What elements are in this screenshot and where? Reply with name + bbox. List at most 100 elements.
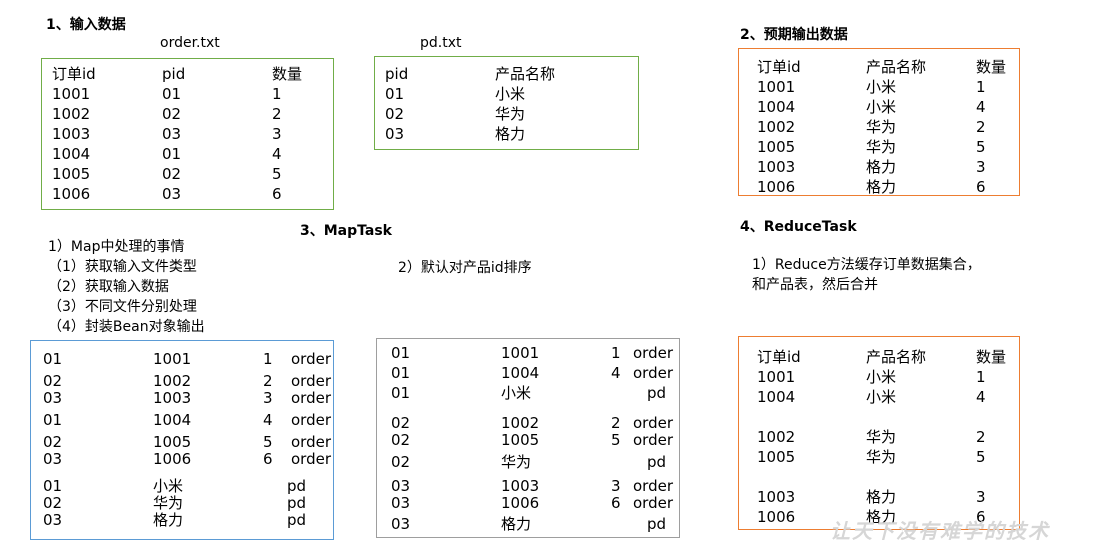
map-output-box: 01 1001 1 order 02 1002 2 order 03 1003 … (30, 340, 334, 540)
reduce-row-1-name: 小米 (866, 368, 897, 386)
pd-header-name: 产品名称 (495, 65, 556, 83)
sorted-out-4-flag: order (633, 414, 673, 432)
expected-row-4-id: 1005 (757, 138, 796, 156)
expected-row-5-qty: 3 (976, 158, 986, 176)
reduce-row-5-name: 格力 (866, 488, 897, 506)
expected-row-4-qty: 5 (976, 138, 986, 156)
map-out-8-flag: pd (287, 494, 307, 512)
expected-output-heading: 2、预期输出数据 (740, 27, 848, 43)
sort-note: 2）默认对产品id排序 (398, 260, 532, 276)
order-row-6-pid: 03 (162, 185, 182, 203)
sorted-output-box: 01 1001 1 order 01 1004 4 order 01 小米 pd… (376, 338, 680, 538)
sorted-out-8-flag: order (633, 494, 673, 512)
sorted-out-7-flag: order (633, 477, 673, 495)
map-out-3-pid: 03 (43, 389, 63, 407)
expected-row-2-name: 小米 (866, 98, 897, 116)
map-out-3-flag: order (291, 389, 331, 407)
pd-row-3-pid: 03 (385, 125, 405, 143)
order-row-2-qty: 2 (272, 105, 282, 123)
sorted-out-9-flag: pd (647, 515, 667, 533)
sorted-out-2-qty: 4 (611, 364, 621, 382)
map-out-7-pid: 01 (43, 477, 63, 495)
expected-row-6-id: 1006 (757, 178, 796, 196)
map-out-4-qty: 4 (263, 411, 273, 429)
sorted-out-3-flag: pd (647, 384, 667, 402)
reduce-row-3-qty: 2 (976, 428, 986, 446)
expected-row-3-id: 1002 (757, 118, 796, 136)
maptask-heading: 3、MapTask (300, 223, 392, 239)
map-out-4-pid: 01 (43, 411, 63, 429)
reduce-row-1-qty: 1 (976, 368, 986, 386)
reduce-note-2: 和产品表，然后合并 (752, 277, 878, 293)
order-file-label: order.txt (160, 35, 220, 51)
sorted-out-8-qty: 6 (611, 494, 621, 512)
order-row-5-pid: 02 (162, 165, 182, 183)
order-row-1-pid: 01 (162, 85, 182, 103)
expected-row-5-name: 格力 (866, 158, 897, 176)
expected-header-name: 产品名称 (866, 58, 927, 76)
pd-header-pid: pid (385, 65, 409, 83)
map-out-5-qty: 5 (263, 433, 273, 451)
sorted-out-3-pid: 01 (391, 384, 411, 402)
order-header-qty: 数量 (272, 65, 303, 83)
sorted-out-4-id: 1002 (501, 414, 540, 432)
map-out-1-qty: 1 (263, 350, 273, 368)
order-row-1-id: 1001 (52, 85, 91, 103)
map-out-2-pid: 02 (43, 372, 63, 390)
reduce-note-1: 1）Reduce方法缓存订单数据集合， (752, 257, 981, 273)
map-out-4-flag: order (291, 411, 331, 429)
sorted-out-4-pid: 02 (391, 414, 411, 432)
expected-row-4-name: 华为 (866, 138, 897, 156)
sorted-out-7-pid: 03 (391, 477, 411, 495)
map-out-6-qty: 6 (263, 450, 273, 468)
input-heading: 1、输入数据 (46, 17, 126, 33)
watermark: 让天下没有难学的技术 (830, 519, 1050, 543)
map-note-1: 1）Map中处理的事情 (48, 239, 185, 255)
pd-row-3-name: 格力 (495, 125, 526, 143)
pd-file-label: pd.txt (420, 35, 462, 51)
reduce-row-5-qty: 3 (976, 488, 986, 506)
map-out-5-pid: 02 (43, 433, 63, 451)
sorted-out-6-flag: pd (647, 453, 667, 471)
order-table: 订单id pid 数量 1001 01 1 1002 02 2 1003 03 … (41, 58, 334, 210)
sorted-out-2-pid: 01 (391, 364, 411, 382)
reduce-row-4-id: 1005 (757, 448, 796, 466)
map-out-6-flag: order (291, 450, 331, 468)
sorted-out-7-qty: 3 (611, 477, 621, 495)
reduce-row-6-qty: 6 (976, 508, 986, 526)
pd-row-2-name: 华为 (495, 105, 526, 123)
sorted-out-5-id: 1005 (501, 431, 540, 449)
reduce-header-name: 产品名称 (866, 348, 927, 366)
map-out-9-flag: pd (287, 511, 307, 529)
order-row-3-id: 1003 (52, 125, 91, 143)
map-note-4: （3）不同文件分别处理 (48, 299, 197, 315)
expected-output-table: 订单id 产品名称 数量 1001 小米 1 1004 小米 4 1002 华为… (738, 48, 1020, 196)
sorted-out-7-id: 1003 (501, 477, 540, 495)
reduce-row-2-name: 小米 (866, 388, 897, 406)
sorted-out-9-name: 格力 (501, 515, 532, 533)
order-row-1-qty: 1 (272, 85, 282, 103)
reduce-row-3-id: 1002 (757, 428, 796, 446)
map-out-7-flag: pd (287, 477, 307, 495)
reduce-header-qty: 数量 (976, 348, 1007, 366)
reduce-row-6-id: 1006 (757, 508, 796, 526)
order-header-id: 订单id (52, 65, 96, 83)
sorted-out-8-pid: 03 (391, 494, 411, 512)
map-out-8-pid: 02 (43, 494, 63, 512)
map-out-2-id: 1002 (153, 372, 192, 390)
order-row-3-qty: 3 (272, 125, 282, 143)
sorted-out-1-pid: 01 (391, 344, 411, 362)
reduce-output-table: 订单id 产品名称 数量 1001 小米 1 1004 小米 4 1002 华为… (738, 336, 1020, 530)
order-row-6-id: 1006 (52, 185, 91, 203)
expected-row-2-id: 1004 (757, 98, 796, 116)
order-header-pid: pid (162, 65, 186, 83)
map-out-2-flag: order (291, 372, 331, 390)
map-out-4-id: 1004 (153, 411, 192, 429)
map-out-6-id: 1006 (153, 450, 192, 468)
order-row-5-qty: 5 (272, 165, 282, 183)
order-row-3-pid: 03 (162, 125, 182, 143)
expected-row-3-name: 华为 (866, 118, 897, 136)
map-note-5: （4）封装Bean对象输出 (48, 319, 205, 335)
map-out-1-pid: 01 (43, 350, 63, 368)
map-out-1-id: 1001 (153, 350, 192, 368)
